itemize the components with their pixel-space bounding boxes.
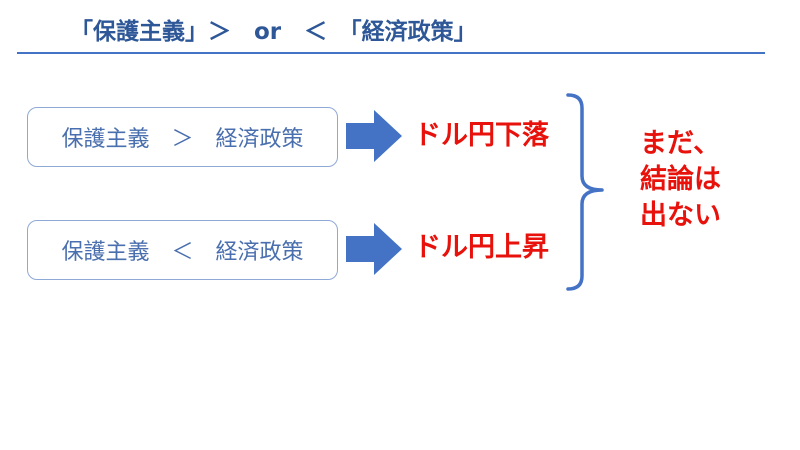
condition-box-protectionism-greater: 保護主義 ＞ 経済政策 [27, 107, 338, 167]
conclusion-text: まだ、 結論は 出ない [640, 126, 750, 234]
result-yen-rising: ドル円上昇 [414, 232, 549, 263]
conclusion-line-3: 出ない [640, 200, 721, 231]
right-arrow-icon [346, 110, 402, 162]
conclusion-line-1: まだ、 [640, 128, 721, 159]
conclusion-line-2: 結論は [640, 164, 721, 195]
right-brace-icon [566, 93, 604, 291]
title-underline [17, 52, 765, 54]
slide-title: 「保護主義」＞ or ＜ 「経済政策」 [70, 19, 477, 45]
condition-box-protectionism-less: 保護主義 ＜ 経済政策 [27, 220, 338, 280]
result-yen-falling: ドル円下落 [414, 120, 549, 151]
right-arrow-icon [346, 223, 402, 275]
